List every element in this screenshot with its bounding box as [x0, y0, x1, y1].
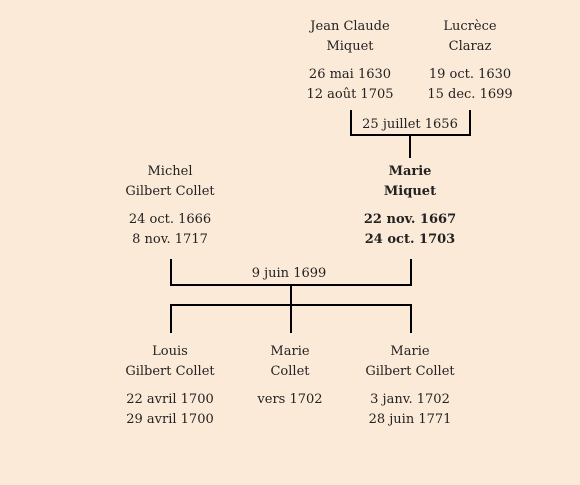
person-last-name: Gilbert Collet: [365, 364, 455, 379]
death-date: 24 oct. 1703: [364, 232, 456, 247]
person-first-name: Marie: [388, 164, 432, 179]
person-first-name: Jean Claude: [310, 19, 390, 34]
birth-date: 3 janv. 1702: [370, 392, 450, 407]
birth-date: 26 mai 1630: [308, 67, 392, 82]
person-dates: 22 nov. 1667 24 oct. 1703: [335, 210, 485, 250]
death-date: 8 nov. 1717: [132, 232, 208, 247]
death-date: 12 août 1705: [306, 87, 394, 102]
person-first-name: Marie: [270, 344, 310, 359]
birth-date: vers 1702: [257, 392, 323, 407]
person-last-name: Miquet: [326, 39, 374, 54]
death-date: 28 juin 1771: [368, 412, 452, 427]
grandparents-marriage-date: 25 juillet 1656: [362, 117, 458, 132]
person-child-2[interactable]: Marie Collet vers 1702: [215, 342, 365, 430]
death-date: 15 dec. 1699: [427, 87, 513, 102]
person-child-3[interactable]: Marie Gilbert Collet 3 janv. 1702 28 jui…: [335, 342, 485, 430]
person-last-name: Miquet: [383, 184, 437, 199]
person-dates: 22 avril 1700 29 avril 1700: [95, 390, 245, 430]
person-last-name: Collet: [270, 364, 310, 379]
person-last-name: Gilbert Collet: [125, 184, 215, 199]
person-dates: vers 1702: [215, 390, 365, 430]
person-first-name: Louis: [152, 344, 188, 359]
birth-date: 19 oct. 1630: [428, 67, 512, 82]
person-first-name: Lucrèce: [443, 19, 497, 34]
person-husband[interactable]: Michel Gilbert Collet 24 oct. 1666 8 nov…: [95, 162, 245, 250]
person-wife-selected[interactable]: Marie Miquet 22 nov. 1667 24 oct. 1703: [335, 162, 485, 250]
person-dates: 3 janv. 1702 28 juin 1771: [335, 390, 485, 430]
person-first-name: Marie: [390, 344, 430, 359]
person-first-name: Michel: [147, 164, 193, 179]
person-last-name: Gilbert Collet: [125, 364, 215, 379]
person-last-name: Claraz: [448, 39, 492, 54]
birth-date: 22 nov. 1667: [363, 212, 457, 227]
person-dates: 19 oct. 1630 15 dec. 1699: [395, 65, 545, 105]
person-child-1[interactable]: Louis Gilbert Collet 22 avril 1700 29 av…: [95, 342, 245, 430]
person-grandmother[interactable]: Lucrèce Claraz 19 oct. 1630 15 dec. 1699: [395, 17, 545, 105]
birth-date: 22 avril 1700: [126, 392, 214, 407]
birth-date: 24 oct. 1666: [128, 212, 212, 227]
person-dates: 24 oct. 1666 8 nov. 1717: [95, 210, 245, 250]
parents-marriage-date: 9 juin 1699: [251, 266, 327, 281]
death-date: 29 avril 1700: [126, 412, 214, 427]
person-grandfather[interactable]: Jean Claude Miquet 26 mai 1630 12 août 1…: [275, 17, 425, 105]
person-dates: 26 mai 1630 12 août 1705: [275, 65, 425, 105]
